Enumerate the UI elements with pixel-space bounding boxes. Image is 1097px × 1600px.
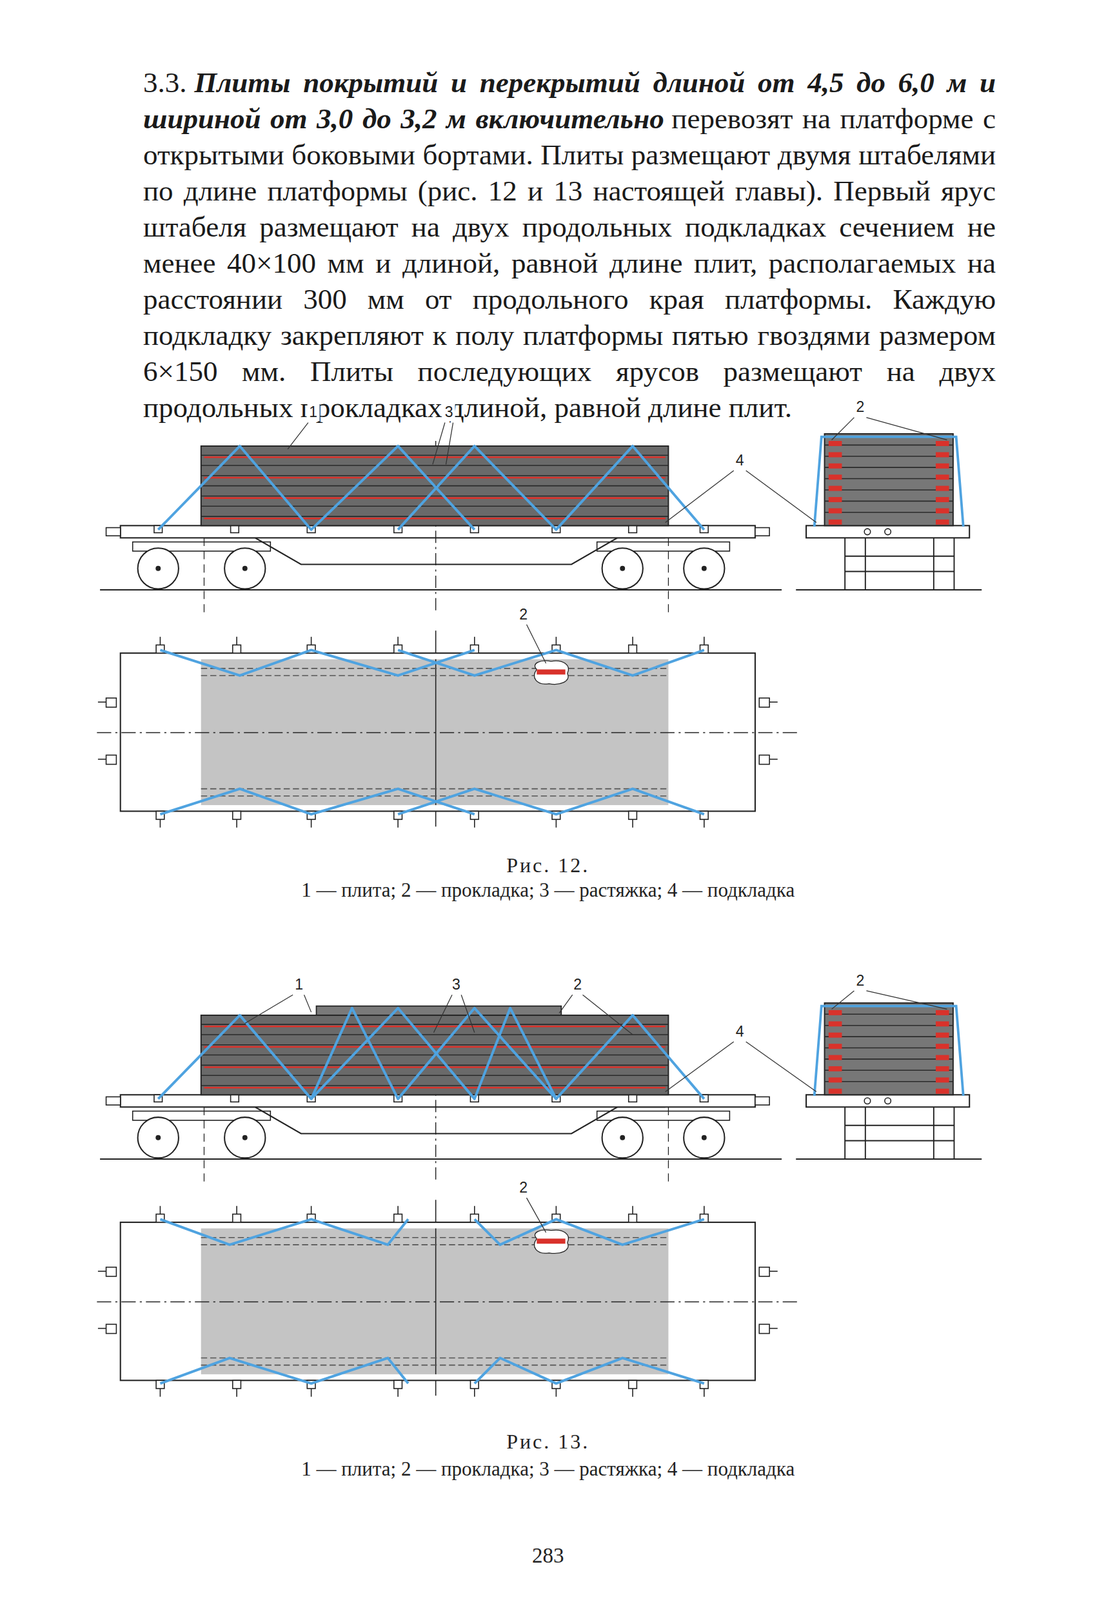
section-number: 3.3. — [143, 66, 188, 99]
figure-caption: Рис. 13. — [506, 1429, 590, 1454]
callout-number: 1 — [292, 975, 306, 994]
callout-number: 4 — [733, 450, 747, 470]
callout-number: 3 — [443, 403, 456, 422]
page-number: 283 — [532, 1544, 565, 1569]
callout-number: 2 — [517, 1178, 530, 1197]
callout-number: 2 — [571, 975, 584, 994]
callout-number: 4 — [733, 1022, 747, 1041]
callout-number: 2 — [853, 397, 867, 417]
figure-caption: Рис. 12. — [506, 853, 590, 878]
callout-number: 2 — [517, 604, 530, 624]
figure-legend: 1 — плита; 2 — прокладка; 3 — растяжка; … — [301, 879, 795, 903]
body-text: перевозят на платформе с открытыми боков… — [143, 102, 996, 424]
paragraph: 3.3.Плиты покрытий и перекрытий длиной о… — [143, 64, 996, 426]
callout-number: 2 — [853, 971, 867, 990]
callout-number: 3 — [450, 975, 463, 994]
callout-number: 1 — [306, 403, 320, 422]
figure-legend: 1 — плита; 2 — прокладка; 3 — растяжка; … — [301, 1458, 795, 1482]
